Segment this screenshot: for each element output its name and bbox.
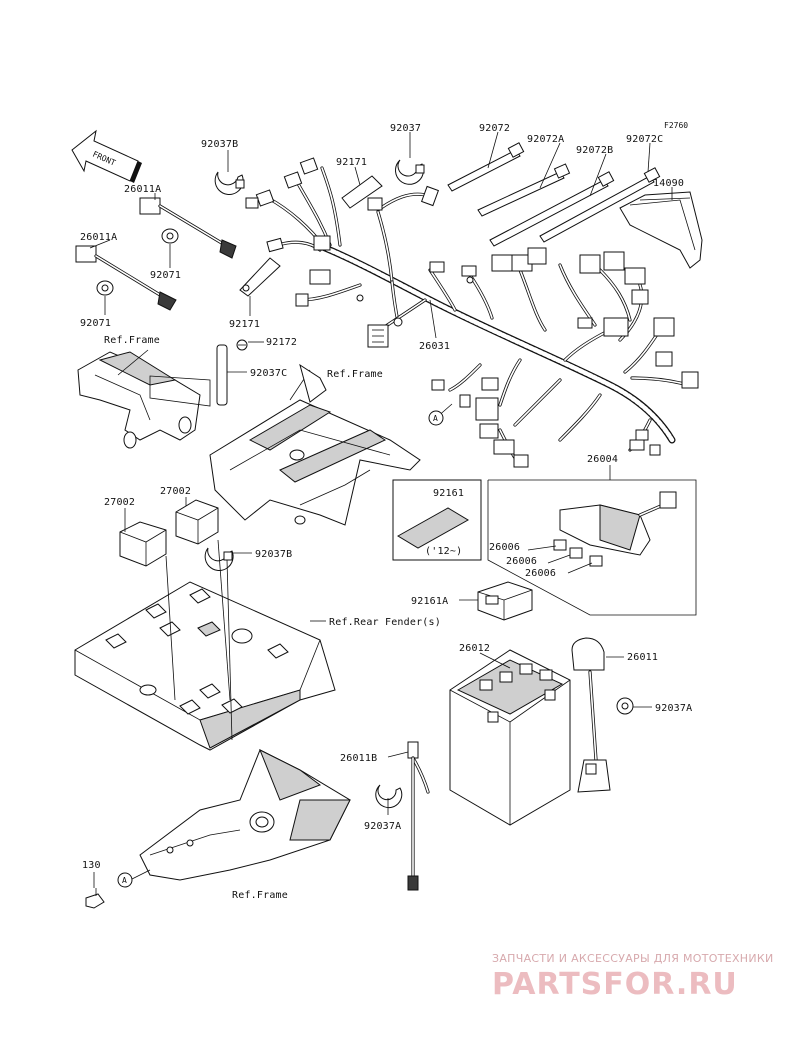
callout-92072a: 92072A [527,134,564,145]
tag-92171-mid [239,257,281,297]
callout-92037c: 92037C [250,368,287,379]
lead-26011a-upper [139,197,237,259]
watermark-brand: PARTSFOR.RU [492,967,738,1002]
callout-92037: 92037 [390,123,421,134]
kit-26004-box [487,479,697,616]
callout-26006: 26006 [489,542,520,553]
callout-92161: 92161 [433,488,464,499]
screw-92172 [236,339,248,351]
cover-14090 [619,191,703,269]
callout-92161a: 92161A [411,596,448,607]
callout-27002-2: 27002 [160,486,191,497]
leader-lines [89,131,673,888]
callout-92072c: 92072C [626,134,663,145]
watermark-logo: ЗАПЧАСТИ И АКСЕССУАРЫ ДЛЯ МОТОТЕХНИКИ PA… [492,952,774,1002]
frame-center [209,363,421,526]
callout-27002: 27002 [104,497,135,508]
clamp-92037b-top [214,171,245,195]
svg-text:A: A [433,414,438,423]
callout-92171-2: 92171 [229,319,260,330]
grommet-92071-upper [161,228,179,244]
callout-92037a: 92037A [655,703,692,714]
callout-92072: 92072 [479,123,510,134]
kit-92161-box [392,479,482,561]
lead-26011a-lower [75,245,177,311]
svg-text:A: A [122,876,127,885]
bolt-130 [85,888,105,909]
ref-frame-1: Ref.Frame [104,335,160,346]
callout-labels: 92037B 92037 92072 92072A 92072B 92072C … [80,123,692,871]
ref-rear-fender: Ref.Rear Fender(s) [329,617,441,628]
callout-26006-3: 26006 [525,568,556,579]
callout-26004: 26004 [587,454,618,465]
rear-fender-tray [74,581,336,751]
frame-upper-left [77,349,211,449]
watermark-tagline: ЗАПЧАСТИ И АКСЕССУАРЫ ДЛЯ МОТОТЕХНИКИ [492,952,774,965]
callout-92037a-2: 92037A [364,821,401,832]
tag-92171-top [341,175,383,209]
callout-92071: 92071 [150,270,181,281]
callout-26031: 26031 [419,341,450,352]
relay-27002-b [119,521,167,567]
callout-26006-2: 26006 [506,556,537,567]
lead-26011 [571,637,611,793]
callout-92037b: 92037B [201,139,238,150]
callout-92071-2: 92071 [80,318,111,329]
cable-ties [447,142,661,247]
harness-connectors [245,157,699,468]
grommet-92071-lower [96,280,114,296]
callout-26011: 26011 [627,652,658,663]
callout-92072b: 92072B [576,145,613,156]
reference-labels: Ref.Frame Ref.Frame Ref.Rear Fender(s) R… [104,335,441,901]
callout-26011b: 26011B [340,753,377,764]
callout-14090: 14090 [653,178,684,189]
callout-26011a-2: 26011A [80,232,117,243]
clamp-92037a-right [616,697,634,715]
callout-92161-year: ('12~) [425,546,462,557]
lead-26011b [407,741,430,891]
ref-frame-2: Ref.Frame [327,369,383,380]
part-92161a [477,581,533,621]
callout-92172: 92172 [266,337,297,348]
marker-a-upper: A [428,410,444,426]
ref-frame-3: Ref.Frame [232,890,288,901]
callout-26011a: 26011A [124,184,161,195]
front-arrow-icon: FRONT [71,129,142,183]
callout-26012: 26012 [459,643,490,654]
figure-code: F2760 [664,121,688,130]
marker-a-lower: A [117,872,133,888]
clamp-92037 [395,159,425,185]
strap-92037c [216,344,228,406]
clamp-92037a-left [375,784,403,809]
clamp-92037b-mid [204,547,234,571]
callout-130: 130 [82,860,101,871]
battery-26012 [449,649,571,826]
callout-92171: 92171 [336,157,367,168]
frame-lower [139,748,351,881]
callout-92037b-2: 92037B [255,549,292,560]
relay-27002-a [175,499,219,545]
